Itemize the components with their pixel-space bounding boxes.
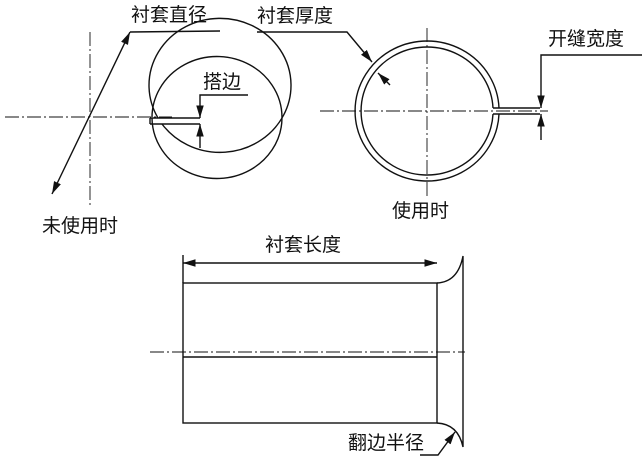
liner-length-label: 衬套长度 [265, 234, 342, 256]
in-use-state-label: 使用时 [392, 200, 450, 222]
unused-liner-ring [148, 17, 292, 180]
lap-edge-label: 搭边 [203, 71, 242, 93]
liner-diameter-label: 衬套直径 [131, 4, 208, 26]
thickness-inner-arrow [377, 72, 391, 86]
liner-side-view [182, 255, 464, 448]
diameter-dimension-line [51, 31, 131, 195]
unused-centerlines [5, 32, 172, 208]
used-centerlines [320, 28, 548, 196]
liner-thickness-label: 衬套厚度 [257, 5, 334, 27]
flange-radius-leader [420, 431, 456, 456]
slit-width-label: 开缝宽度 [548, 28, 625, 50]
lap-edge-leader [196, 94, 248, 118]
flange-radius-label: 翻边半径 [348, 432, 425, 454]
diameter-leader [129, 30, 221, 33]
slit-width-leader [537, 54, 642, 108]
thickness-leader [257, 31, 373, 63]
unused-state-label: 未使用时 [42, 215, 119, 237]
